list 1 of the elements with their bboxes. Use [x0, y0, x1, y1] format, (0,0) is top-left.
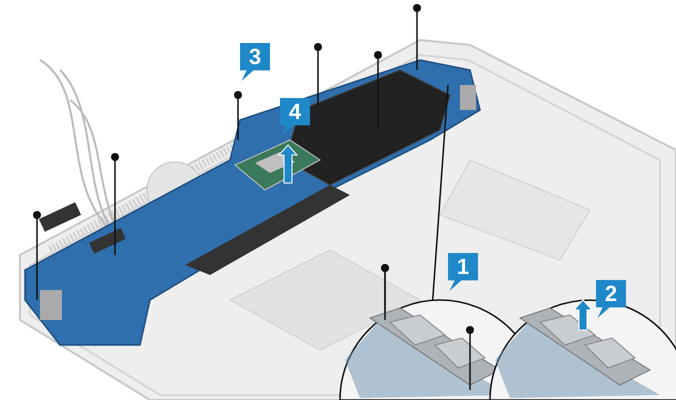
callout-number: 3 [240, 43, 270, 81]
